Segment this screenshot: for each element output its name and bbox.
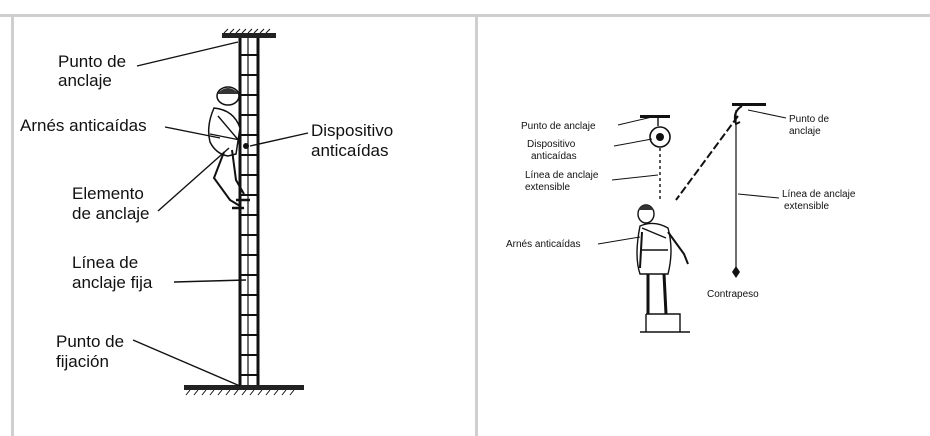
label-harness-right: Arnés anticaídas xyxy=(506,239,581,250)
label-fixed-line-line2: anclaje fija xyxy=(72,273,153,292)
label-ext-line-left-line2: extensible xyxy=(525,182,570,193)
retractable-device xyxy=(649,118,671,148)
label-fall-device-line2: anticaídas xyxy=(311,141,389,160)
left-leader-lines xyxy=(132,41,309,387)
right-panel: Punto de anclaje Dispositivo anticaídas … xyxy=(506,103,856,333)
label-fixing-point-line1: Punto de xyxy=(56,332,124,351)
label-anchor-point-line2: anclaje xyxy=(58,71,112,90)
ladder xyxy=(238,38,260,385)
worker-on-ladder xyxy=(207,86,250,210)
label-anchor-point-line1: Punto de xyxy=(58,52,126,71)
right-leader-lines xyxy=(597,109,787,245)
label-counterweight: Contrapeso xyxy=(707,289,759,300)
counterweight xyxy=(732,266,740,278)
anchor-bar-right xyxy=(732,103,766,106)
label-ext-line-right-line2: extensible xyxy=(784,201,829,212)
ceiling-anchor-surface xyxy=(222,28,276,38)
left-panel: Punto de anclaje Arnés anticaídas Dispos… xyxy=(20,28,393,396)
label-anchor-point-right-line1: Punto de xyxy=(789,114,829,125)
platform xyxy=(640,313,690,333)
frame-divider xyxy=(475,14,478,436)
worker-standing xyxy=(636,204,689,315)
frame-left-border xyxy=(11,14,14,436)
label-fixing-point-line2: fijación xyxy=(56,352,109,371)
label-anchor-point-right-line2: anclaje xyxy=(789,126,821,137)
lanyard-line xyxy=(675,115,739,201)
frame-top-border xyxy=(0,14,930,17)
anchor-bar-left xyxy=(640,115,670,118)
label-fixed-line-line1: Línea de xyxy=(72,253,138,272)
label-anchor-element-line2: de anclaje xyxy=(72,204,150,223)
label-anchor-element-line1: Elemento xyxy=(72,184,144,203)
label-device-line1: Dispositivo xyxy=(527,139,576,150)
label-ext-line-left-line1: Línea de anclaje xyxy=(525,170,599,181)
label-device-line2: anticaídas xyxy=(531,151,577,162)
label-anchor-point-left: Punto de anclaje xyxy=(521,121,596,132)
label-ext-line-right-line1: Línea de anclaje xyxy=(782,189,856,200)
label-fall-device-line1: Dispositivo xyxy=(311,121,393,140)
label-harness: Arnés anticaídas xyxy=(20,116,147,135)
floor-fixing-surface xyxy=(184,385,304,396)
